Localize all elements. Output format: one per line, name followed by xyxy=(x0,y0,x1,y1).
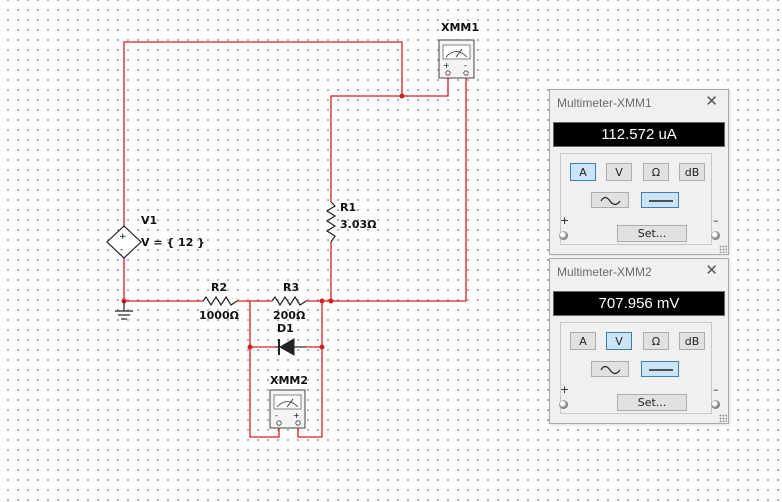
close-icon[interactable]: ✕ xyxy=(705,92,718,110)
voltmeter-mode-button[interactable]: V xyxy=(606,163,632,181)
multimeter-xmm2-symbol[interactable]: - + xyxy=(269,389,306,429)
resize-grip-icon[interactable] xyxy=(719,414,727,422)
d1-name: D1 xyxy=(277,322,294,335)
settings-button[interactable]: Set... xyxy=(617,394,687,411)
plus-terminal-label: + xyxy=(560,383,570,396)
control-panel: A V Ω dB + – Set... xyxy=(559,153,720,245)
r2-name: R2 xyxy=(211,281,227,294)
voltage-source-v1[interactable]: + - xyxy=(106,225,142,259)
plus-terminal-label: + xyxy=(560,214,570,227)
window-title: Multimeter-XMM1 xyxy=(557,96,652,110)
wires xyxy=(123,41,467,438)
v1-name: V1 xyxy=(141,214,157,227)
decibel-mode-button[interactable]: dB xyxy=(679,332,705,350)
control-panel: A V Ω dB + – Set... xyxy=(559,322,720,414)
dc-signal-button[interactable] xyxy=(641,361,679,377)
r1-value: 3.03Ω xyxy=(340,218,377,231)
plus-terminal-icon[interactable] xyxy=(559,400,568,409)
dc-line-icon xyxy=(649,200,673,202)
junction-dot xyxy=(247,344,253,350)
minus-terminal-label: – xyxy=(713,383,719,396)
settings-button[interactable]: Set... xyxy=(617,225,687,242)
diode-d1[interactable] xyxy=(275,338,306,356)
sine-wave-icon xyxy=(600,365,621,375)
multimeter-xmm1-symbol[interactable]: + - xyxy=(438,39,475,79)
junction-dot xyxy=(319,298,325,304)
multimeter-xmm1-window[interactable]: Multimeter-XMM1 ✕ 112.572 uA A V Ω dB + … xyxy=(549,89,729,255)
r1-name: R1 xyxy=(340,201,356,214)
reading-display: 112.572 uA xyxy=(553,122,725,147)
ohmmeter-mode-button[interactable]: Ω xyxy=(643,163,669,181)
minus-terminal-icon[interactable] xyxy=(711,400,720,409)
reading-display: 707.956 mV xyxy=(553,291,725,316)
minus-terminal-label: – xyxy=(713,214,719,227)
ohmmeter-mode-button[interactable]: Ω xyxy=(643,332,669,350)
svg-text:+: + xyxy=(119,232,127,242)
multimeter-xmm2-window[interactable]: Multimeter-XMM2 ✕ 707.956 mV A V Ω dB + … xyxy=(549,258,729,424)
decibel-mode-button[interactable]: dB xyxy=(679,163,705,181)
resize-grip-icon[interactable] xyxy=(719,245,727,253)
svg-text:-: - xyxy=(464,61,467,70)
dc-line-icon xyxy=(649,369,673,371)
r3-name: R3 xyxy=(283,281,299,294)
svg-text:+: + xyxy=(293,411,300,420)
close-icon[interactable]: ✕ xyxy=(705,261,718,279)
plus-terminal-icon[interactable] xyxy=(559,231,568,240)
ammeter-mode-button[interactable]: A xyxy=(570,332,596,350)
junction-dot xyxy=(319,344,325,350)
resistor-r3[interactable] xyxy=(271,295,307,307)
v1-value: V = { 12 } xyxy=(141,236,205,249)
junction-dot xyxy=(399,93,405,99)
svg-text:-: - xyxy=(120,245,123,255)
sine-wave-icon xyxy=(600,196,621,206)
voltmeter-mode-button[interactable]: V xyxy=(606,332,632,350)
xmm1-name: XMM1 xyxy=(441,21,479,34)
window-title: Multimeter-XMM2 xyxy=(557,265,652,279)
svg-text:+: + xyxy=(443,61,450,70)
ammeter-mode-button[interactable]: A xyxy=(570,163,596,181)
xmm2-name: XMM2 xyxy=(270,374,308,387)
svg-text:-: - xyxy=(275,411,278,420)
dc-signal-button[interactable] xyxy=(641,192,679,208)
r3-value: 200Ω xyxy=(273,309,306,322)
ac-signal-button[interactable] xyxy=(591,361,629,377)
minus-terminal-icon[interactable] xyxy=(711,231,720,240)
ground-symbol[interactable] xyxy=(115,301,133,320)
junction-dot xyxy=(328,298,334,304)
resistor-r1[interactable] xyxy=(325,201,337,243)
resistor-r2[interactable] xyxy=(202,295,238,307)
ac-signal-button[interactable] xyxy=(591,192,629,208)
r2-value: 1000Ω xyxy=(199,309,240,322)
schematic-canvas: + - V1 V = { 12 } R2 1000Ω R3 200Ω R1 3.… xyxy=(106,21,479,438)
